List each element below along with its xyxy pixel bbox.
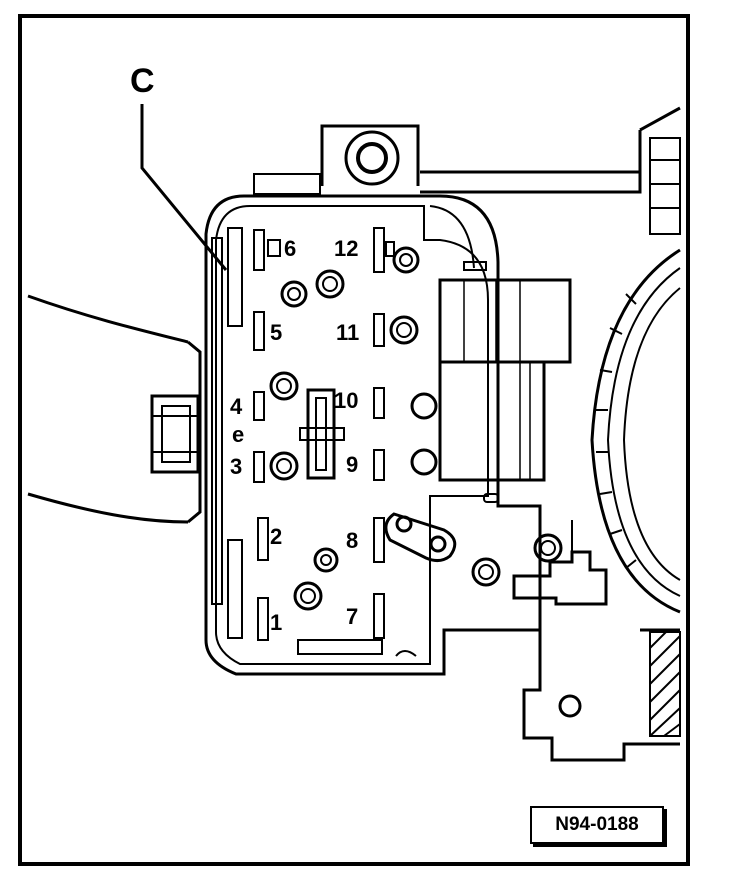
switch-housing-outline <box>204 194 542 676</box>
switch-housing-inner <box>215 205 489 665</box>
post-a <box>392 246 420 274</box>
terminal-slot-9 <box>373 449 385 481</box>
post-l-inner <box>540 540 556 556</box>
left-rail <box>211 237 223 605</box>
post-k-inner <box>478 564 494 580</box>
post-h <box>293 581 323 611</box>
ring-ticks <box>596 293 637 569</box>
post-b-inner <box>322 276 338 292</box>
wire-lead <box>429 205 475 269</box>
post-k <box>471 557 501 587</box>
right-top-block <box>649 137 681 235</box>
reference-code-box: N94-0188 <box>530 806 664 844</box>
terminal-label-10: 10 <box>334 388 358 413</box>
post-e-inner <box>276 378 292 394</box>
terminal-slot-3 <box>253 451 265 483</box>
post-g-inner <box>320 554 332 566</box>
post-a-inner <box>399 253 413 267</box>
terminal-slot-1 <box>257 597 269 641</box>
left-strip-top <box>227 227 243 327</box>
left-strip-bottom <box>227 539 243 639</box>
post-b <box>315 269 345 299</box>
mounting-screw-inner <box>356 142 388 174</box>
mounting-screw-outer <box>344 130 400 186</box>
bottom-rail <box>297 639 383 655</box>
post-f <box>269 451 299 481</box>
column-ring-outer <box>590 248 681 614</box>
terminal-slot-10 <box>373 387 385 419</box>
post-g <box>313 547 339 573</box>
column-ring-inner <box>622 287 681 581</box>
terminal-label-8: 8 <box>346 528 358 553</box>
lower-hole <box>558 694 582 718</box>
post-d <box>389 315 419 345</box>
link-hole-b <box>429 535 447 553</box>
column-ring-mid <box>606 267 681 597</box>
lower-right-housing <box>522 630 680 762</box>
terminal-label-11: 11 <box>336 320 359 345</box>
terminal-label-e: e <box>232 422 244 447</box>
reference-code: N94-0188 <box>555 814 639 835</box>
terminal-label-7: 7 <box>346 604 358 629</box>
center-slider <box>306 388 336 480</box>
module-block-lower <box>438 360 546 482</box>
center-slider-inner <box>315 397 327 471</box>
terminal-label-1: 1 <box>270 610 282 635</box>
callout-label: C <box>130 62 155 100</box>
housing-right-top <box>638 106 681 192</box>
terminal-slot-12 <box>373 227 385 273</box>
housing-top-rail <box>420 170 642 194</box>
module-tab <box>483 493 499 503</box>
terminal-slot-11 <box>373 313 385 347</box>
pad-6 <box>267 239 281 257</box>
center-slider-nub <box>299 427 345 441</box>
wire-clip <box>463 261 487 271</box>
stalk-upper-edge <box>27 294 189 344</box>
terminal-slot-6 <box>253 229 265 271</box>
post-i <box>410 392 438 420</box>
contact-bracket <box>512 550 608 606</box>
callout-leader <box>140 104 228 271</box>
terminal-label-5: 5 <box>270 320 282 345</box>
post-d-inner <box>396 322 412 338</box>
post-h-inner <box>300 588 316 604</box>
stalk-connector-inner <box>161 405 191 463</box>
stalk-connector <box>150 394 200 474</box>
diagram-frame <box>18 14 690 866</box>
top-strip <box>253 173 321 195</box>
post-c <box>280 280 308 308</box>
hatch-lines <box>649 631 681 737</box>
terminal-label-6: 6 <box>284 236 296 261</box>
post-l <box>533 533 563 563</box>
post-c-inner <box>287 287 301 301</box>
post-e <box>269 371 299 401</box>
module-block-upper <box>438 278 572 364</box>
terminal-label-12: 12 <box>334 236 358 261</box>
terminal-slot-2 <box>257 517 269 561</box>
post-f-inner <box>276 458 292 474</box>
post-j <box>410 448 438 476</box>
terminal-slot-7 <box>373 593 385 639</box>
pad-12 <box>385 241 395 257</box>
stalk-end-cap <box>187 340 202 524</box>
terminal-label-3: 3 <box>230 454 242 479</box>
mounting-tab <box>320 124 420 186</box>
terminal-slot-8 <box>373 517 385 563</box>
hatched-block <box>649 631 681 737</box>
stalk-lower-edge <box>27 492 189 524</box>
terminal-label-4: 4 <box>230 394 243 419</box>
terminal-slot-5 <box>253 311 265 351</box>
link-plate <box>384 512 457 563</box>
terminal-label-2: 2 <box>270 524 282 549</box>
terminal-label-9: 9 <box>346 452 358 477</box>
link-hole-a <box>395 515 413 533</box>
terminal-slot-4 <box>253 391 265 421</box>
